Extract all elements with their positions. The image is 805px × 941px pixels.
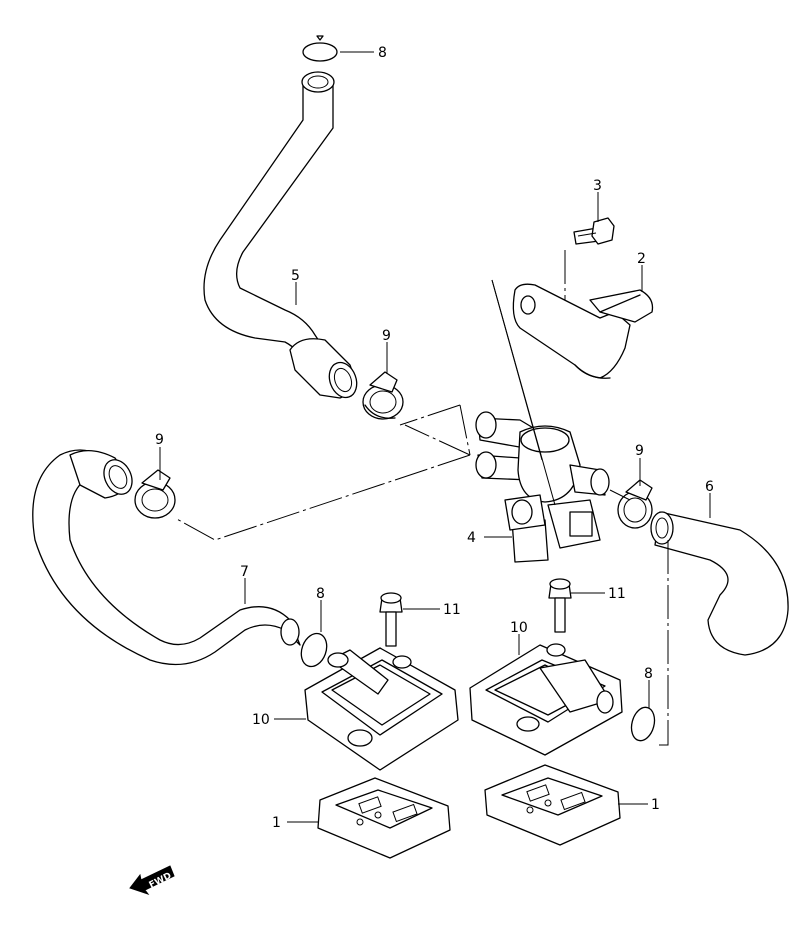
callout-2: 2 <box>637 251 646 267</box>
bolt-3 <box>573 217 615 245</box>
o-ring-mid-left <box>300 632 328 668</box>
callout-7: 7 <box>240 564 249 580</box>
callout-6: 6 <box>705 479 714 495</box>
callout-3: 3 <box>593 178 602 194</box>
valve-4 <box>475 411 610 563</box>
o-ring-mid-right <box>630 706 656 742</box>
clamp-9-upper <box>362 371 404 420</box>
callout-9-upper: 9 <box>382 328 391 344</box>
clamp-9-right <box>617 479 653 529</box>
callout-9-right: 9 <box>635 443 644 459</box>
callout-1-left: 1 <box>272 815 281 831</box>
hose-6 <box>650 511 789 656</box>
cover-10-right <box>469 643 623 756</box>
bolt-11-right <box>548 578 572 633</box>
callout-10-left: 10 <box>252 712 270 728</box>
callout-8-mid-left: 8 <box>316 586 325 602</box>
gasket-1-left <box>317 777 451 859</box>
callout-8-top: 8 <box>378 45 387 61</box>
o-ring-top <box>302 35 338 62</box>
fwd-arrow-icon: FWD <box>129 865 175 895</box>
bolt-11-left <box>379 592 403 647</box>
hose-5 <box>203 71 358 399</box>
callout-11-left: 11 <box>443 602 461 618</box>
bracket-2 <box>512 283 654 379</box>
gasket-1-right <box>484 764 621 846</box>
callout-11-right: 11 <box>608 586 626 602</box>
assembly-lines <box>174 250 669 746</box>
callout-10-right: 10 <box>510 620 528 636</box>
hose-7 <box>32 449 301 666</box>
clamp-9-left <box>134 469 176 519</box>
callout-8-mid-right: 8 <box>644 666 653 682</box>
callout-5: 5 <box>291 268 300 284</box>
leader-lines <box>159 51 711 823</box>
callout-4: 4 <box>467 530 476 546</box>
callout-1-right: 1 <box>651 797 660 813</box>
callout-labels: 8 3 2 5 9 9 9 6 4 7 8 11 11 10 8 10 1 1 <box>155 45 714 831</box>
callout-9-left: 9 <box>155 432 164 448</box>
cover-10-left <box>304 647 459 771</box>
